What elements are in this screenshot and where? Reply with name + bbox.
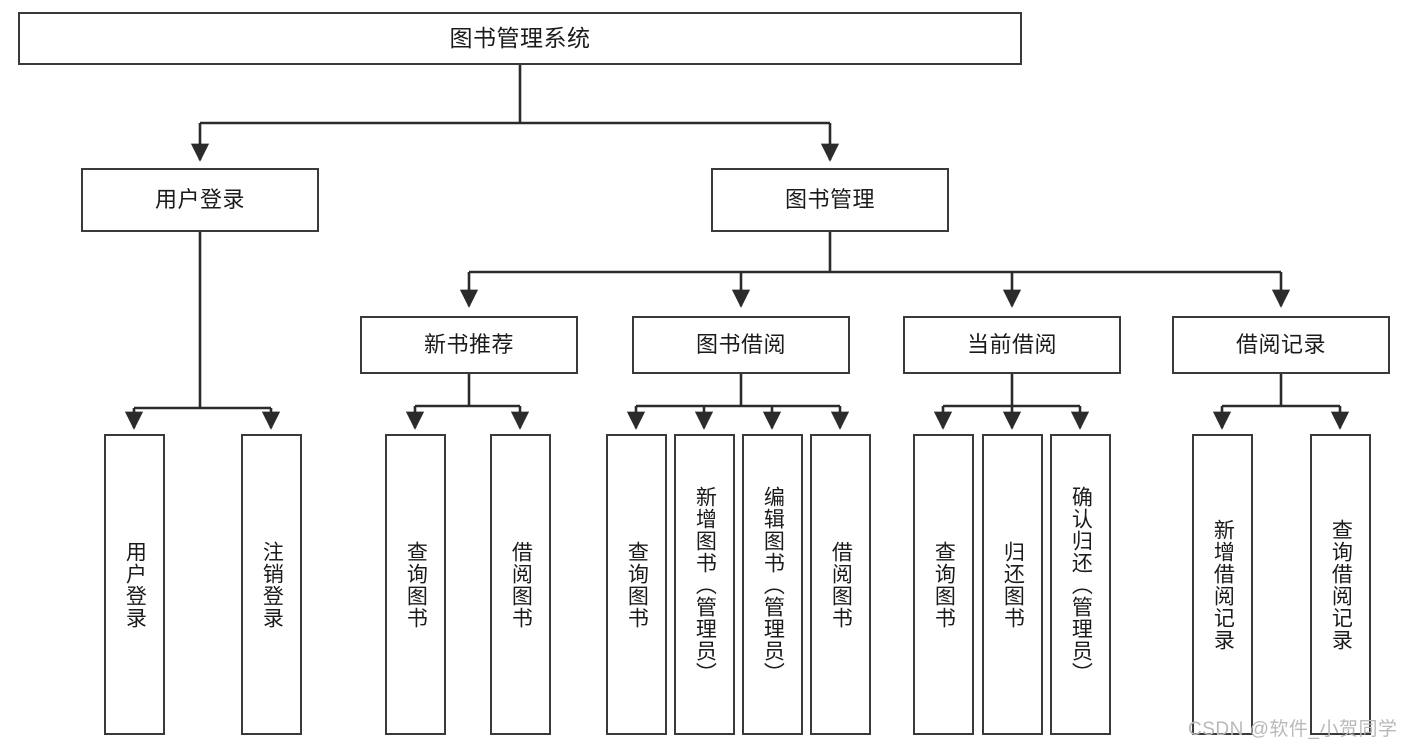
leaf-records-add-record[interactable]: 新增借阅记录 (1192, 434, 1253, 735)
leaf-user-login-login[interactable]: 用户登录 (104, 434, 165, 735)
watermark: CSDN @软件_小贺同学 (1188, 719, 1398, 740)
node-label: 查询借阅记录 (1329, 518, 1353, 651)
node-label: 新增图书（管理员） (693, 485, 717, 684)
node-label: 查询图书 (404, 540, 428, 629)
node-new-book-recommend[interactable]: 新书推荐 (360, 316, 578, 374)
node-label: 当前借阅 (966, 331, 1057, 357)
node-root-system[interactable]: 图书管理系统 (18, 12, 1022, 65)
leaf-user-login-logout[interactable]: 注销登录 (241, 434, 302, 735)
leaf-current-query-book[interactable]: 查询图书 (913, 434, 974, 735)
leaf-current-confirm-return-admin[interactable]: 确认归还（管理员） (1050, 434, 1111, 735)
leaf-borrow-query-book[interactable]: 查询图书 (606, 434, 667, 735)
leaf-borrow-edit-book-admin[interactable]: 编辑图书（管理员） (742, 434, 803, 735)
node-label: 图书管理系统 (449, 24, 591, 51)
node-label: 用户登录 (123, 540, 147, 629)
node-borrow-records[interactable]: 借阅记录 (1172, 316, 1390, 374)
node-label: 借阅记录 (1235, 331, 1326, 357)
node-label: 查询图书 (932, 540, 956, 629)
node-book-borrow[interactable]: 图书借阅 (632, 316, 850, 374)
node-label: 图书管理 (784, 186, 875, 212)
node-label: 新书推荐 (423, 331, 514, 357)
leaf-new-book-borrow[interactable]: 借阅图书 (490, 434, 551, 735)
node-label: 借阅图书 (509, 540, 533, 629)
leaf-new-book-query[interactable]: 查询图书 (385, 434, 446, 735)
node-label: 确认归还（管理员） (1069, 485, 1093, 684)
node-label: 查询图书 (625, 540, 649, 629)
node-label: 编辑图书（管理员） (761, 485, 785, 684)
node-label: 新增借阅记录 (1211, 518, 1235, 651)
node-label: 注销登录 (260, 540, 284, 629)
node-current-borrow[interactable]: 当前借阅 (903, 316, 1121, 374)
leaf-records-query-record[interactable]: 查询借阅记录 (1310, 434, 1371, 735)
leaf-borrow-borrow-book[interactable]: 借阅图书 (810, 434, 871, 735)
node-label: 借阅图书 (829, 540, 853, 629)
leaf-borrow-add-book-admin[interactable]: 新增图书（管理员） (674, 434, 735, 735)
node-user-login[interactable]: 用户登录 (81, 168, 319, 232)
node-label: 图书借阅 (695, 331, 786, 357)
leaf-current-return-book[interactable]: 归还图书 (982, 434, 1043, 735)
node-label: 归还图书 (1001, 540, 1025, 629)
node-book-management[interactable]: 图书管理 (711, 168, 949, 232)
node-label: 用户登录 (154, 186, 245, 212)
